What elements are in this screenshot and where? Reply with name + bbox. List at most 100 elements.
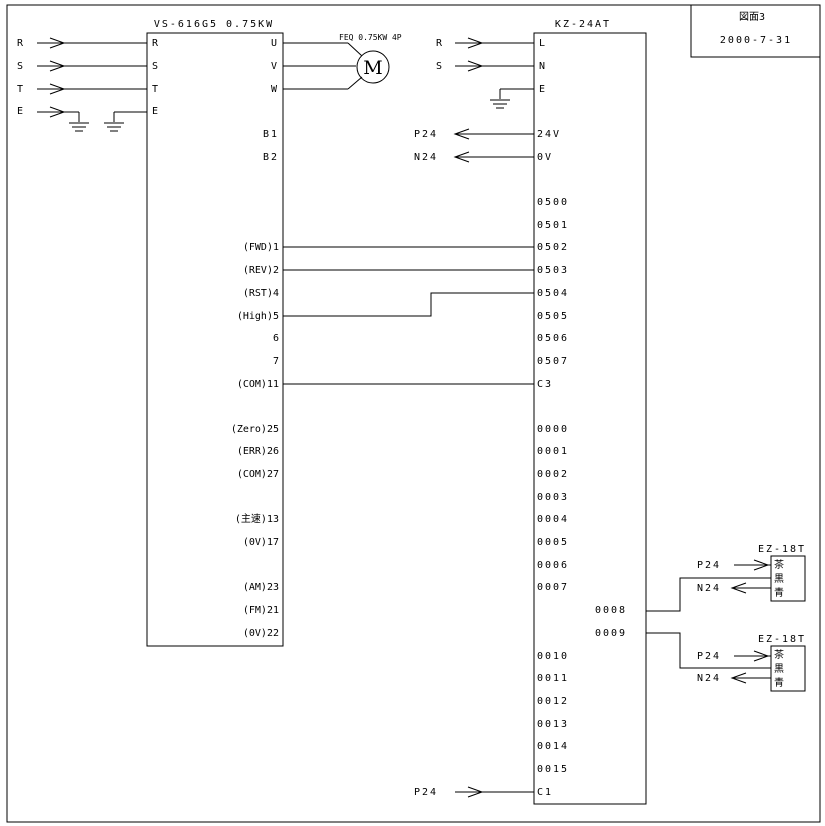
inv-sig-com11: (COM)11 — [237, 379, 279, 390]
plc-term-e: E — [539, 84, 545, 95]
ez2-p24: P24 — [697, 651, 721, 662]
dc-rails: P24 N24 P24 — [414, 128, 534, 798]
plc-in-0505: 0505 — [537, 311, 569, 322]
inv-term-t: T — [152, 84, 158, 95]
plc-out-0014: 0014 — [537, 741, 569, 752]
plc-out-0010: 0010 — [537, 651, 569, 662]
inv-sig-rst: (RST)4 — [243, 288, 279, 299]
ez2-title: EZ-18T — [758, 634, 806, 645]
inv-sig-7: 7 — [273, 356, 279, 367]
ez1-n24: N24 — [697, 583, 721, 594]
inverter-block: VS-616G5 0.75KW R S T E U V W B1 B2 (FWD… — [146, 19, 284, 647]
motor-spec: FEQ 0.75KW 4P — [339, 33, 402, 42]
supply-left-r: R — [17, 38, 24, 49]
plc-out-0012: 0012 — [537, 696, 569, 707]
plc-out-0000: 0000 — [537, 424, 569, 435]
inv-sig-err: (ERR)26 — [237, 446, 279, 457]
ez2-char-1: 茶 — [774, 648, 784, 661]
signal-wires — [283, 246, 534, 385]
inv-sig-0v17: (0V)17 — [243, 537, 279, 548]
plc-in-0501: 0501 — [537, 220, 569, 231]
supply-right-r: R — [436, 38, 443, 49]
ez18t-sensor-1: EZ-18T 茶 黒 青 P24 N24 — [646, 544, 806, 612]
inv-sig-zero: (Zero)25 — [231, 424, 279, 435]
ez2-char-3: 青 — [774, 676, 784, 689]
plc-out-0002: 0002 — [537, 469, 569, 480]
wire-0008 — [646, 577, 771, 612]
title-box: 図面3 2000-7-31 — [690, 4, 821, 58]
inv-sig-fm: (FM)21 — [243, 605, 279, 616]
inv-sig-fwd: (FWD)1 — [243, 242, 279, 253]
plc-in-0503: 0503 — [537, 265, 569, 276]
ez2-n24: N24 — [697, 673, 721, 684]
inv-term-u: U — [271, 38, 277, 49]
title-box-label: 図面3 — [739, 11, 765, 23]
ez1-char-1: 茶 — [774, 558, 784, 571]
plc-out-0003: 0003 — [537, 492, 569, 503]
plc-term-n: N — [539, 61, 545, 72]
inv-sig-main: (主速)13 — [235, 513, 279, 525]
plc-box — [533, 32, 647, 805]
plc-in-0506: 0506 — [537, 333, 569, 344]
plc-in-0500: 0500 — [537, 197, 569, 208]
plc-out-0006: 0006 — [537, 560, 569, 571]
inv-term-b2: B2 — [263, 152, 279, 163]
plc-aux-0009: 0009 — [595, 628, 627, 639]
ez1-char-3: 青 — [774, 586, 784, 599]
plc-out-0005: 0005 — [537, 537, 569, 548]
rail-n24-label: N24 — [414, 152, 438, 163]
inv-sig-am: (AM)23 — [243, 582, 279, 593]
inv-term-v: V — [271, 61, 277, 72]
motor-symbol: M — [363, 57, 382, 79]
ez1-char-2: 黒 — [774, 573, 784, 585]
supply-right: R S — [436, 37, 534, 109]
motor-block: FEQ 0.75KW 4P M — [283, 33, 402, 90]
plc-out-0013: 0013 — [537, 719, 569, 730]
supply-left-t: T — [17, 84, 23, 95]
plc-out-0011: 0011 — [537, 673, 569, 684]
plc-title: KZ-24AT — [555, 19, 611, 30]
plc-term-c1: C1 — [537, 787, 553, 798]
plc-out-0007: 0007 — [537, 582, 569, 593]
plc-out-0001: 0001 — [537, 446, 569, 457]
ez18t-sensor-2: EZ-18T 茶 黒 青 P24 N24 — [646, 632, 806, 692]
plc-in-c3: C3 — [537, 379, 553, 390]
plc-term-24v: 24V — [537, 129, 561, 140]
ez1-title: EZ-18T — [758, 544, 806, 555]
outer-frame — [6, 4, 821, 823]
inv-term-b1: B1 — [263, 129, 279, 140]
supply-right-s: S — [436, 61, 442, 72]
inverter-title: VS-616G5 0.75KW — [154, 19, 274, 30]
inv-sig-high: (High)5 — [237, 311, 279, 322]
inv-sig-rev: (REV)2 — [243, 265, 279, 276]
plc-block: KZ-24AT L N E 24V 0V 0500 0501 0502 0503… — [533, 19, 647, 805]
plc-out-0015: 0015 — [537, 764, 569, 775]
plc-term-l: L — [539, 38, 545, 49]
plc-aux-0008: 0008 — [595, 605, 627, 616]
ez1-p24: P24 — [697, 560, 721, 571]
title-box-date: 2000-7-31 — [720, 35, 792, 46]
inverter-box — [146, 32, 284, 647]
plc-out-0004: 0004 — [537, 514, 569, 525]
plc-in-0502: 0502 — [537, 242, 569, 253]
wire-0009 — [646, 632, 771, 669]
rail-p24-label: P24 — [414, 129, 438, 140]
ez2-char-2: 黒 — [774, 663, 784, 675]
wire-high — [283, 292, 534, 317]
inv-term-w: W — [271, 84, 278, 95]
rail-p24-c1-label: P24 — [414, 787, 438, 798]
plc-in-0507: 0507 — [537, 356, 569, 367]
inv-term-s: S — [152, 61, 158, 72]
supply-left-e: E — [17, 106, 23, 117]
plc-in-0504: 0504 — [537, 288, 569, 299]
plc-term-0v: 0V — [537, 152, 553, 163]
motor-icon — [356, 50, 390, 84]
inv-term-r: R — [152, 38, 159, 49]
inv-term-e: E — [152, 106, 158, 117]
inv-sig-0v22: (0V)22 — [243, 628, 279, 639]
supply-left: R S T E — [17, 37, 147, 132]
inv-sig-6: 6 — [273, 333, 279, 344]
inv-sig-com27: (COM)27 — [237, 469, 279, 480]
